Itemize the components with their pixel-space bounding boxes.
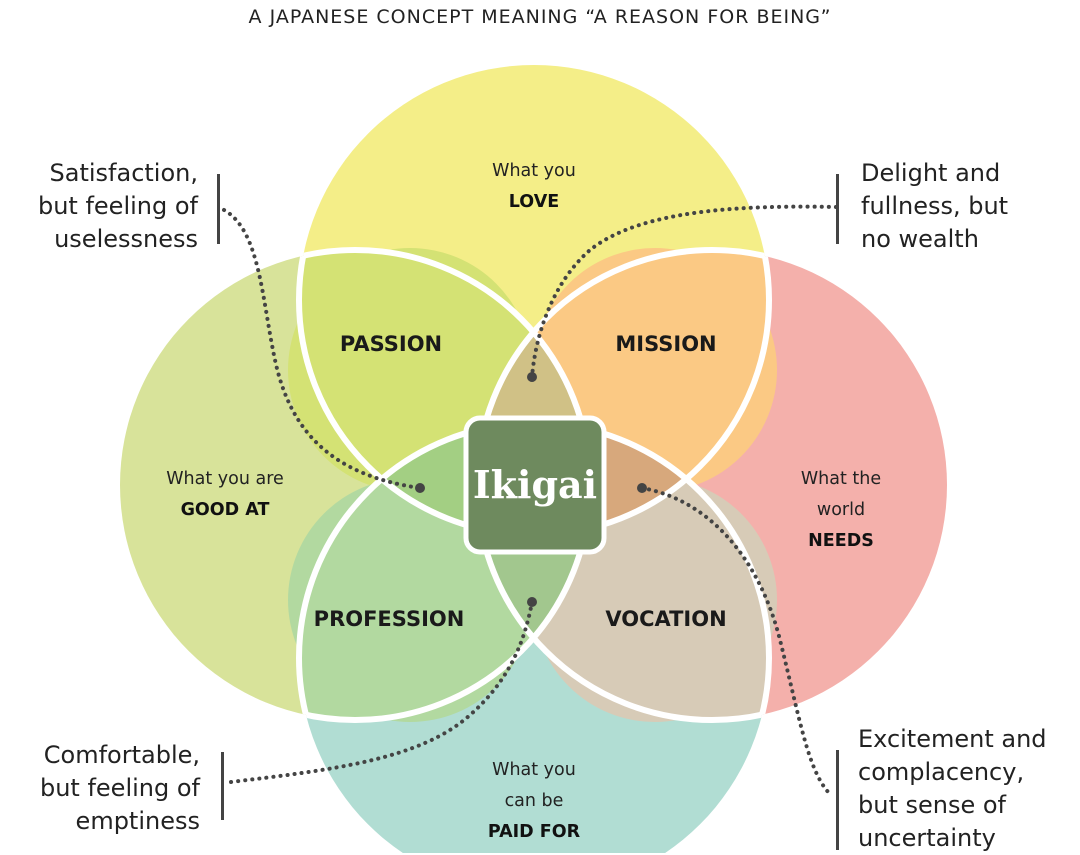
annotation-bottom-right-line3: but sense of <box>858 791 1006 819</box>
good-line2: GOOD AT <box>181 500 270 520</box>
dot-bottom-lens <box>527 597 537 607</box>
passion-label: PASSION <box>340 332 442 356</box>
annotation-bottom-left-line3: emptiness <box>75 807 200 835</box>
needs-line1: What the <box>801 469 881 489</box>
ikigai-label: Ikigai <box>473 462 597 507</box>
paid-line1: What you <box>492 760 576 780</box>
dot-left-lens <box>415 483 425 493</box>
connector-top-left <box>222 208 422 490</box>
paid-line3: PAID FOR <box>488 822 581 842</box>
annotation-bottom-right-line2: complacency, <box>858 758 1025 786</box>
annotation-top-right-bar <box>836 174 839 244</box>
ikigai-center <box>463 415 607 555</box>
annotation-bottom-left-line2: but feeling of <box>39 774 200 802</box>
annotation-bottom-right-line4: uncertainty <box>858 824 996 852</box>
mission-label: MISSION <box>615 332 716 356</box>
good-line1: What you are <box>166 469 284 489</box>
annotation-top-right-line2: fullness, but <box>861 192 1009 220</box>
profession-label: PROFESSION <box>314 607 465 631</box>
subtitle: A JAPANESE CONCEPT MEANING “A REASON FOR… <box>248 6 832 28</box>
dot-right-lens <box>637 483 647 493</box>
annotation-top-left-line3: uselessness <box>54 225 198 253</box>
needs-line2: world <box>817 500 865 520</box>
annotation-top-right-line1: Delight and <box>861 159 1001 187</box>
annotation-bottom-right-line1: Excitement and <box>858 725 1047 753</box>
annotation-bottom-left-line1: Comfortable, <box>43 741 200 769</box>
connector-bottom-left <box>229 600 534 784</box>
annotation-top-right: Delight and fullness, but no wealth <box>861 157 1071 256</box>
annotation-bottom-left: Comfortable, but feeling of emptiness <box>0 739 200 838</box>
annotation-top-left-bar <box>217 174 220 244</box>
annotation-top-left: Satisfaction, but feeling of uselessness <box>0 157 198 256</box>
vocation-label: VOCATION <box>605 607 726 631</box>
connector-top-right <box>530 204 838 379</box>
love-line2: LOVE <box>509 192 559 212</box>
love-line1: What you <box>492 161 576 181</box>
annotation-bottom-right-bar <box>836 750 839 850</box>
annotation-bottom-right: Excitement and complacency, but sense of… <box>858 723 1073 855</box>
annotation-top-left-line1: Satisfaction, <box>49 159 198 187</box>
dot-top-lens <box>527 372 537 382</box>
annotation-bottom-left-bar <box>221 752 224 820</box>
paid-line2: can be <box>505 791 564 811</box>
needs-line3: NEEDS <box>808 531 874 551</box>
annotation-top-right-line3: no wealth <box>861 225 979 253</box>
annotation-top-left-line2: but feeling of <box>37 192 198 220</box>
connector-bottom-right <box>640 486 831 795</box>
